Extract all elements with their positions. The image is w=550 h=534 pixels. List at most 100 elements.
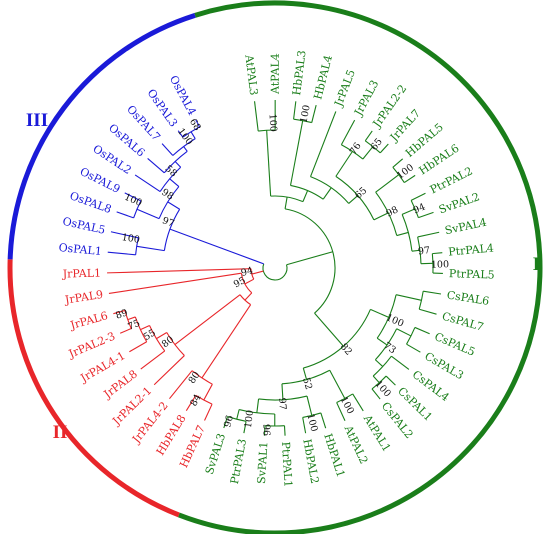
branch-c_jr21 (174, 294, 241, 345)
branch-JrPAL2-1 (153, 355, 185, 386)
bootstrap-c_jr8: 55 (142, 327, 158, 343)
bootstrap-c_athb: 52 (300, 376, 314, 391)
bootstrap-c_hb34: 100 (299, 104, 313, 124)
leaf-AtPAL4: AtPAL4 (269, 53, 282, 95)
branch-HbPAL2 (302, 417, 307, 434)
branch-c_cs4 (374, 359, 384, 367)
branch-JrPAL5 (309, 111, 337, 177)
group-labels: I II III (26, 110, 540, 443)
leaf-SvPAL2: SvPAL2 (437, 190, 481, 216)
branch-c_os34 (190, 131, 196, 139)
branch-c_cs (370, 308, 389, 318)
branch-CsPAL3 (406, 343, 421, 353)
branch-c_jr26 (127, 316, 136, 321)
branch-HbPAL7 (204, 403, 213, 421)
branch-arc-c_cs53 (406, 327, 416, 345)
leaf-HbPAL2: HbPAL2 (300, 438, 321, 485)
branch-arc-c_sv3 (227, 416, 247, 422)
branch-JrPAL2-2 (364, 130, 373, 142)
branch-c_cs12 (372, 375, 380, 384)
bootstrap-c_sv1: 96 (262, 424, 273, 436)
branch-arc-c_cs (376, 294, 397, 339)
branch-OsPAL1 (107, 251, 136, 256)
bootstrap-c_osb: 97 (161, 215, 176, 230)
bootstrap-c_os34: 68 (187, 117, 203, 133)
branch-arc-c_hbsv (375, 191, 398, 236)
branch-arc-c_up (270, 195, 304, 203)
branch-CsPAL7 (419, 308, 437, 315)
branch-AtPAL2 (336, 402, 346, 421)
branch-c_os15 (136, 245, 165, 252)
branch-c_jr5 (322, 187, 332, 200)
leaf-SvPAL4: SvPAL4 (444, 216, 488, 238)
bootstrap-c_os89: 100 (123, 192, 144, 209)
branch-arc-c_at12 (336, 393, 354, 404)
bootstrap-c_IIb: 95 (232, 275, 248, 290)
branch-SvPAL1 (263, 425, 266, 436)
branch-SvPAL4 (417, 231, 440, 238)
branch-c_hbjr (302, 190, 309, 202)
branch-OsPAL7 (161, 143, 174, 156)
branch-c_hb34 (289, 120, 304, 186)
leaf-PtrPAL1: PtrPAL1 (279, 441, 295, 487)
bootstrap-c_II: 94 (240, 265, 254, 279)
bootstrap-c_svp: 100 (243, 409, 256, 428)
bootstrap-c_jrhb: 65 (353, 185, 369, 201)
branch-OsPAL5 (110, 231, 139, 239)
branch-c_II (251, 270, 264, 275)
branch-c_athb (302, 367, 308, 380)
branch-arc-c_jrhb (335, 175, 375, 221)
branch-OsPAL9 (124, 192, 142, 202)
branch-c_cs67 (395, 294, 422, 301)
branch-c_IIb (244, 278, 255, 285)
branch-arc-c_jr5 (310, 176, 350, 204)
leaf-JrPAL6: JrPAL6 (68, 309, 109, 332)
branch-c_os2 (169, 178, 180, 187)
branch-c_III (199, 239, 264, 265)
branch-arc-c_athb (281, 369, 330, 385)
bootstrap-c_cs: 100 (384, 312, 405, 329)
bootstrap-c_low: 82 (338, 341, 354, 357)
branch-c_sv4 (411, 249, 420, 252)
group-arc-I (177, 0, 543, 534)
branch-arc-c_hbjr (290, 184, 324, 200)
branch-arc-c_cs67 (418, 291, 424, 310)
branch-OsPAL8 (116, 211, 134, 219)
branch-c_low (314, 312, 344, 347)
branch-c_os7 (183, 146, 188, 152)
bootstrap-c_ptr45: 100 (431, 259, 449, 271)
branch-c_cs5 (376, 337, 388, 346)
bootstrap-c_hbsv: 98 (384, 204, 400, 219)
branch-c_jr3 (335, 151, 353, 177)
branch-arc-c_sv4 (417, 236, 422, 264)
branch-arc-c_I (284, 208, 336, 314)
leaf-CsPAL6: CsPAL6 (446, 288, 490, 307)
branch-c_up (284, 196, 288, 209)
branch-HbPAL3 (293, 101, 297, 120)
branch-c_cs53 (396, 328, 412, 337)
branch-JrPAL4-2 (169, 370, 193, 400)
branch-c_svptr (396, 231, 409, 237)
leaf-JrPAL9: JrPAL9 (63, 288, 104, 307)
branch-PtrPAL3 (243, 421, 247, 434)
bootstrap-c_hb782: 80 (187, 370, 203, 386)
branch-arc-root (262, 263, 288, 281)
branch-AtPAL3 (253, 101, 259, 132)
branch-JrPAL7 (379, 143, 389, 154)
branch-HbPAL5 (392, 158, 404, 168)
branch-c_hbsvp (281, 383, 284, 400)
bootstrap-c_os2: 58 (163, 163, 179, 179)
branch-JrPAL3 (340, 119, 356, 145)
branch-c_os6 (174, 161, 182, 168)
leaf-JrPAL1: JrPAL1 (62, 267, 102, 281)
branch-OsPAL6 (147, 158, 165, 174)
branch-JrPAL1 (107, 268, 252, 274)
branch-AtPAL1 (352, 393, 364, 412)
branch-c_jr7 (362, 146, 374, 160)
bootstrap-c_at12: 100 (338, 395, 356, 416)
branch-HbPAL1 (320, 412, 327, 429)
branch-c_IIa (244, 292, 253, 301)
branch-c_hbsv (373, 212, 389, 221)
group-arc-II (7, 259, 180, 518)
bootstrap-c_hb12: 100 (304, 413, 319, 433)
